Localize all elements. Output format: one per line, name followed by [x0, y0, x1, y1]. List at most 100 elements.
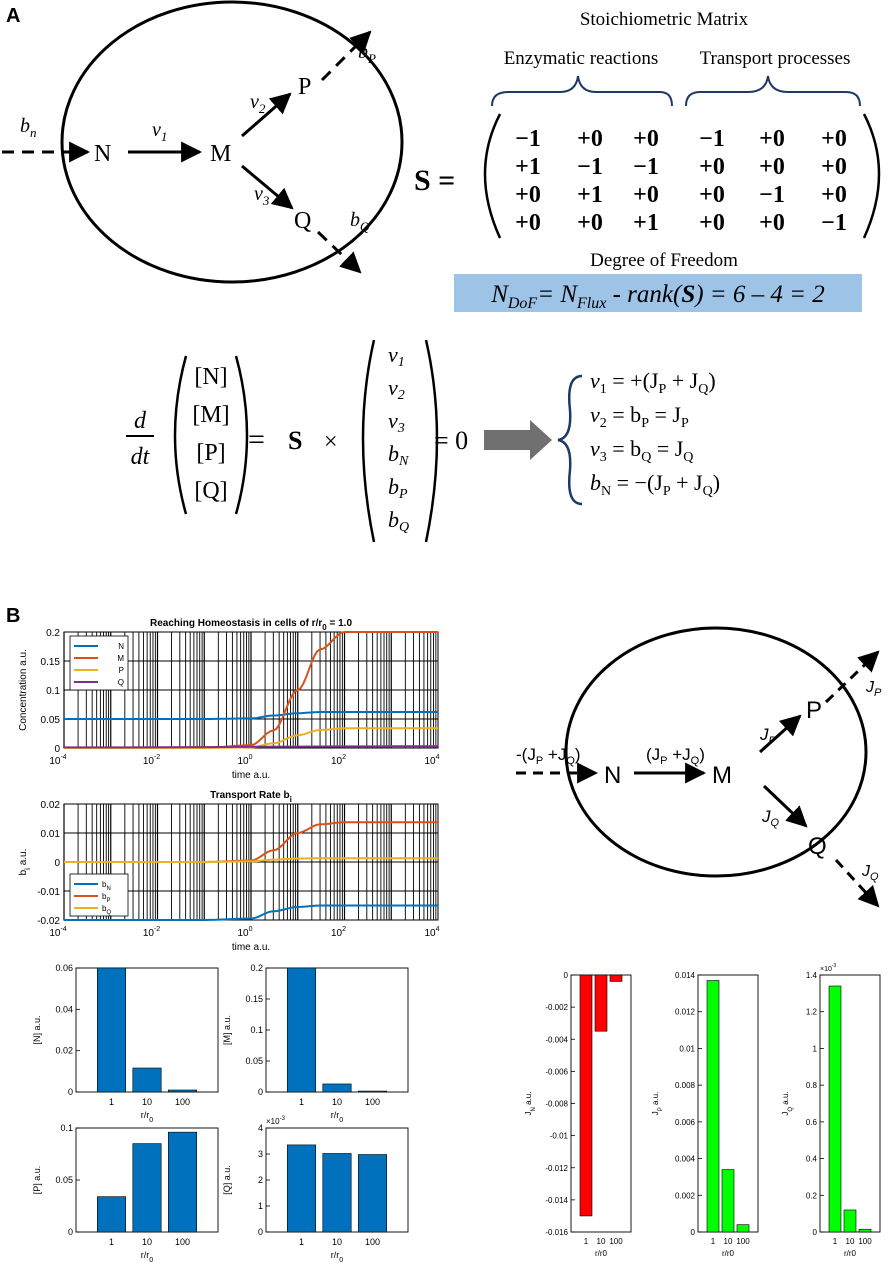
jp-label-b: JP [759, 725, 777, 747]
matrix-cell: +0 [759, 154, 785, 180]
frac-dt: dt [131, 444, 151, 470]
dof-title: Degree of Freedom [590, 250, 738, 271]
bar [721, 1169, 735, 1233]
eq-sign-1: = [248, 423, 265, 456]
y-axis-label: [M] a.u. [222, 1015, 232, 1045]
flux-entry: v1 [388, 342, 405, 370]
y-tick-label: 0.15 [245, 994, 263, 1004]
series-line [64, 745, 438, 749]
jq-label-b: JQ [761, 807, 780, 829]
y-tick-label: 0.8 [806, 1081, 818, 1090]
y-tick-label: 0 [68, 1227, 73, 1237]
diagram-a: bn N v1 M v2 P v3 Q bP bQ [2, 0, 404, 284]
x-tick-label: 100 [237, 926, 252, 939]
y-tick-label: 0.008 [675, 1081, 696, 1090]
x-tick-label: 1 [833, 1237, 838, 1246]
stoichiometric-matrix: Stoichiometric Matrix Enzymatic reaction… [414, 9, 881, 312]
bp-arrow-a [320, 30, 372, 82]
matrix-cell: +0 [633, 182, 659, 208]
concentration-vector: [N][M][P][Q] [192, 364, 229, 504]
legend-label: M [117, 654, 124, 663]
x-axis-label: r/r0 [844, 1249, 857, 1258]
bar [322, 1153, 352, 1233]
y-tick-label: -0.008 [545, 1100, 568, 1109]
y-tick-label: 0.004 [675, 1155, 696, 1164]
node-m-a: M [210, 141, 231, 167]
v3-label-a: v3 [254, 183, 270, 208]
bar [97, 967, 127, 1093]
y-tick-label: 0.02 [41, 800, 61, 811]
x-tick-label: 1 [299, 1097, 304, 1107]
dof-equation: NDoF= NFlux - rank(S) = 6 – 4 = 2 [490, 281, 825, 312]
result-line: v3 = bQ = JQ [590, 436, 693, 465]
y-tick-label: 0.1 [250, 1025, 263, 1035]
x-axis-label: time a.u. [232, 942, 270, 953]
cell-membrane-a [60, 0, 404, 284]
bar [357, 1154, 387, 1233]
jp-out-label: JP [865, 679, 882, 699]
flux-entry: bQ [388, 507, 409, 535]
node-n-b: N [604, 762, 621, 789]
bar [843, 1209, 857, 1233]
bar [858, 1228, 872, 1233]
y-tick-label: 2 [258, 1175, 263, 1185]
x-axis-label: r/r0 [722, 1249, 735, 1258]
matrix-cells: −1+0+0−1+0+0+1−1−1+0+0+0+0+1+0+0−1+0+0+0… [515, 126, 847, 236]
x-tick-label: 10-2 [143, 754, 160, 767]
transport-label: Transport processes [700, 48, 851, 69]
x-tick-label: 10-4 [49, 754, 66, 767]
matrix-cell: +0 [633, 126, 659, 152]
bar [168, 1131, 198, 1233]
matrix-cell: +0 [577, 210, 603, 236]
series-line [64, 904, 438, 921]
y-tick-label: 0.01 [41, 829, 61, 840]
y-tick-label: 0.4 [806, 1155, 818, 1164]
dof-box [454, 274, 862, 312]
node-q-a: Q [294, 208, 311, 234]
axis-multiplier: ×10-3 [266, 1116, 286, 1126]
y-tick-label: 0.06 [55, 963, 73, 973]
x-tick-label: 10 [332, 1097, 342, 1107]
x-tick-label: 100 [365, 1097, 380, 1107]
outflow-arrow-p [824, 650, 880, 704]
node-p-a: P [298, 74, 311, 100]
matrix-cell: +0 [699, 182, 725, 208]
bar [609, 974, 623, 982]
matrix-cell: −1 [821, 210, 847, 236]
y-tick-label: 0.2 [806, 1191, 818, 1200]
y-tick-label: -0.004 [545, 1035, 568, 1044]
matrix-cell: +1 [515, 154, 541, 180]
y-tick-label: 0.014 [675, 971, 696, 980]
x-axis-label: r/r0 [331, 1250, 344, 1264]
flux-entry: bN [388, 441, 409, 469]
x-axis-label: r/r0 [141, 1250, 154, 1264]
v2-arrow [241, 92, 292, 138]
y-tick-label: 0.01 [679, 1044, 695, 1053]
chart-title: Transport Rate bi [210, 790, 292, 804]
y-tick-label: 0.1 [60, 1123, 73, 1133]
legend-label: bP [102, 892, 110, 904]
bar [706, 980, 720, 1233]
y-tick-label: 0.002 [675, 1191, 696, 1200]
conc-paren-left [173, 355, 188, 515]
series-line [64, 857, 438, 863]
bq-arrow-a [316, 230, 362, 274]
y-tick-label: -0.012 [545, 1164, 568, 1173]
y-tick-label: -0.002 [545, 1003, 568, 1012]
matrix-cell: −1 [759, 182, 785, 208]
y-tick-label: 0 [54, 858, 60, 869]
y-tick-label: 0.02 [55, 1046, 73, 1056]
node-q-b: Q [808, 833, 827, 860]
x-tick-label: 100 [858, 1237, 872, 1246]
panel-label-a: A [6, 5, 20, 27]
x-tick-label: 1 [109, 1097, 114, 1107]
matrix-cell: −1 [699, 126, 725, 152]
